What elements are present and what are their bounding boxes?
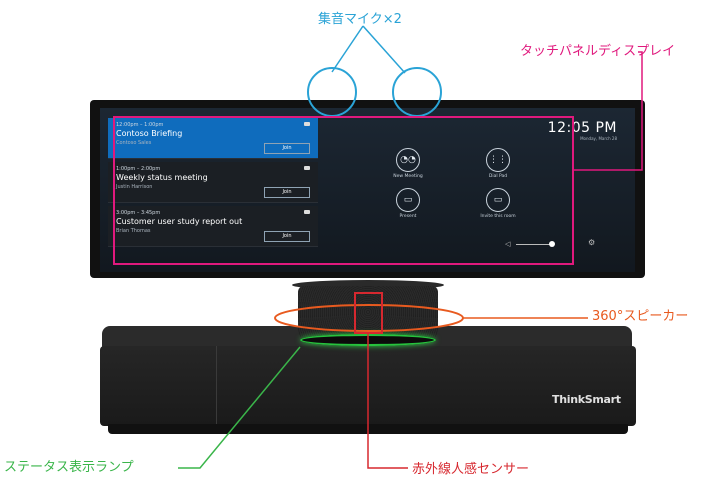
touch-screen[interactable]: 12:00pm – 1:00pm Contoso Briefing Contos… bbox=[100, 108, 635, 272]
tile-label: Present bbox=[399, 214, 417, 219]
tile-label: Invite this room bbox=[480, 214, 516, 219]
meeting-time: 12:00pm – 1:00pm bbox=[116, 122, 164, 128]
meeting-item[interactable]: 12:00pm – 1:00pm Contoso Briefing Contos… bbox=[108, 118, 318, 159]
mic-circle-left bbox=[307, 67, 357, 117]
meeting-organizer: Contoso Sales bbox=[116, 140, 152, 146]
touch-panel-frame bbox=[113, 116, 574, 265]
tile-invite-room[interactable]: ▭ Invite this room bbox=[476, 188, 520, 219]
meeting-title: Weekly status meeting bbox=[116, 173, 208, 182]
speaker-cap bbox=[292, 280, 444, 290]
camera-icon bbox=[304, 210, 310, 214]
callout-speaker: 360°スピーカー bbox=[592, 309, 689, 324]
people-icon: ◔◔ bbox=[396, 148, 420, 172]
tile-label: New Meeting bbox=[393, 174, 423, 179]
meeting-time: 1:00pm – 2:00pm bbox=[116, 166, 161, 172]
volume-slider[interactable] bbox=[516, 244, 552, 245]
callout-mics: 集音マイク×2 bbox=[318, 12, 402, 27]
mic-circle-right bbox=[392, 67, 442, 117]
meeting-time: 3:00pm – 3:45pm bbox=[116, 210, 161, 216]
present-icon: ▭ bbox=[396, 188, 420, 212]
callout-ir-sensor: 赤外線人感センサー bbox=[412, 462, 530, 477]
join-button[interactable]: Join bbox=[264, 231, 310, 242]
callout-touch-panel: タッチパネルディスプレイ bbox=[520, 44, 676, 59]
mic-line-right bbox=[362, 25, 406, 74]
join-button[interactable]: Join bbox=[264, 187, 310, 198]
invite-icon: ▭ bbox=[486, 188, 510, 212]
tile-label: Dial Pad bbox=[488, 174, 508, 179]
touch-panel-line bbox=[573, 51, 643, 171]
meeting-item[interactable]: 1:00pm – 2:00pm Weekly status meeting Ju… bbox=[108, 162, 318, 203]
speaker-ellipse bbox=[274, 304, 464, 332]
tile-new-meeting[interactable]: ◔◔ New Meeting bbox=[386, 148, 430, 179]
meeting-list: 12:00pm – 1:00pm Contoso Briefing Contos… bbox=[108, 118, 318, 258]
status-lamp-line bbox=[178, 346, 301, 469]
ir-sensor-box bbox=[354, 292, 383, 334]
clock: 12:05 PM bbox=[547, 120, 617, 136]
meeting-organizer: Brian Thomas bbox=[116, 228, 151, 234]
base-seam bbox=[216, 346, 217, 426]
brand-logo: ThinkSmart bbox=[552, 393, 621, 406]
mic-line-left bbox=[331, 25, 364, 73]
volume-icon: ◁ bbox=[505, 240, 511, 248]
dialpad-icon: ⋮⋮ bbox=[486, 148, 510, 172]
volume-knob[interactable] bbox=[549, 241, 555, 247]
meeting-title: Customer user study report out bbox=[116, 217, 243, 226]
callout-status-lamp: ステータス表示ランプ bbox=[4, 460, 134, 475]
camera-icon bbox=[304, 166, 310, 170]
meeting-title: Contoso Briefing bbox=[116, 129, 183, 138]
ir-sensor-line bbox=[367, 333, 408, 469]
camera-icon bbox=[304, 122, 310, 126]
date: Monday, March 28 bbox=[580, 136, 617, 141]
tile-present[interactable]: ▭ Present bbox=[386, 188, 430, 219]
meeting-organizer: Justin Harrison bbox=[116, 184, 153, 190]
meeting-item[interactable]: 3:00pm – 3:45pm Customer user study repo… bbox=[108, 206, 318, 247]
join-button[interactable]: Join bbox=[264, 143, 310, 154]
gear-icon[interactable]: ⚙ bbox=[588, 238, 596, 247]
tile-dial-pad[interactable]: ⋮⋮ Dial Pad bbox=[476, 148, 520, 179]
